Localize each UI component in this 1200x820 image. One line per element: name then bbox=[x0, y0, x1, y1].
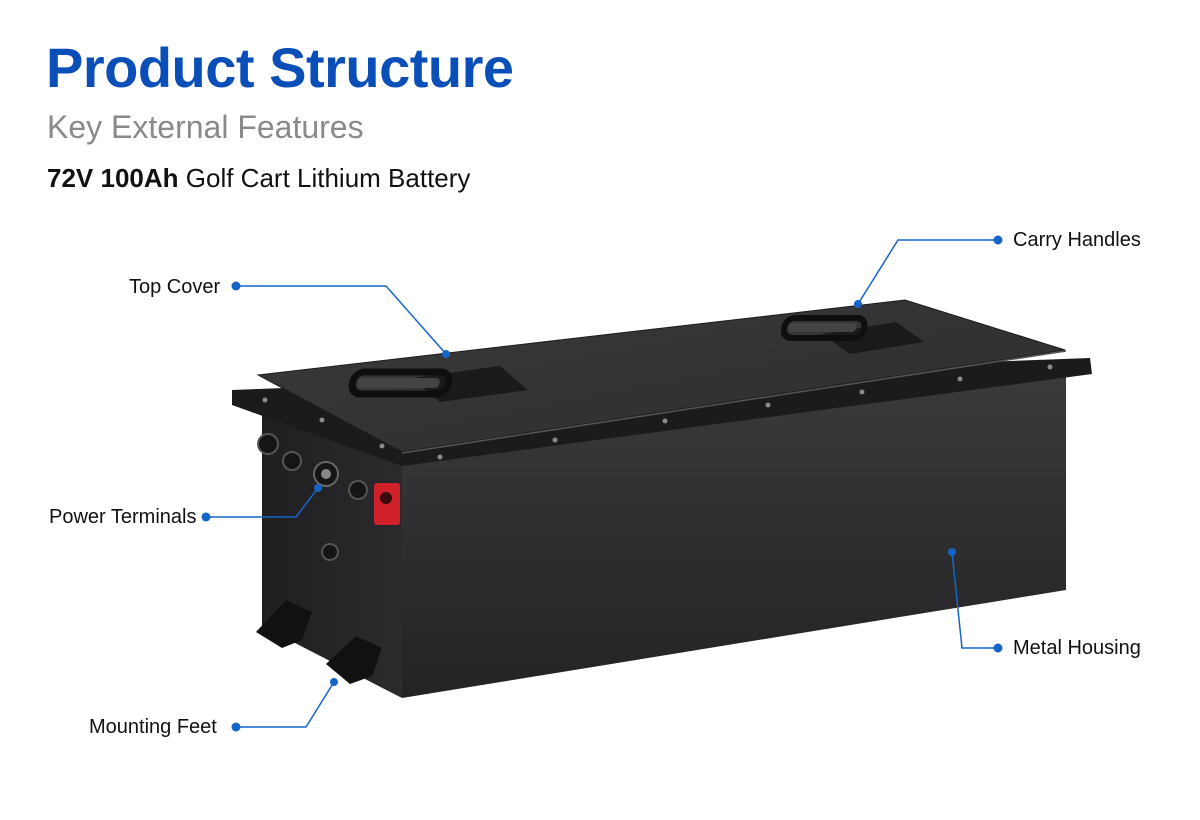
callout-carry-handles: Carry Handles bbox=[1013, 229, 1141, 251]
page-subtitle: Key External Features bbox=[47, 109, 364, 145]
rim-screws bbox=[262, 364, 1053, 460]
callout-metal-housing: Metal Housing bbox=[1013, 637, 1141, 659]
product-spec: 72V 100Ah bbox=[47, 163, 179, 193]
page-title: Product Structure bbox=[46, 36, 514, 99]
metal-housing bbox=[402, 374, 1066, 698]
callout-mounting-feet: Mounting Feet bbox=[89, 716, 217, 738]
carry-handle-front bbox=[348, 366, 528, 402]
callout-power-terminals: Power Terminals bbox=[49, 506, 197, 528]
callout-dots bbox=[201, 235, 1003, 732]
product-name: Golf Cart Lithium Battery bbox=[185, 163, 471, 193]
lid-edge bbox=[401, 350, 1067, 454]
power-terminals bbox=[257, 433, 400, 561]
battery-body bbox=[232, 299, 1092, 698]
product-heading: 72V 100Ah Golf Cart Lithium Battery bbox=[47, 165, 470, 191]
positive-terminal bbox=[374, 483, 400, 525]
mounting-feet bbox=[256, 600, 382, 684]
callout-top-cover: Top Cover bbox=[129, 276, 221, 298]
callout-lines bbox=[206, 239, 998, 728]
carry-handle-rear bbox=[780, 315, 924, 354]
